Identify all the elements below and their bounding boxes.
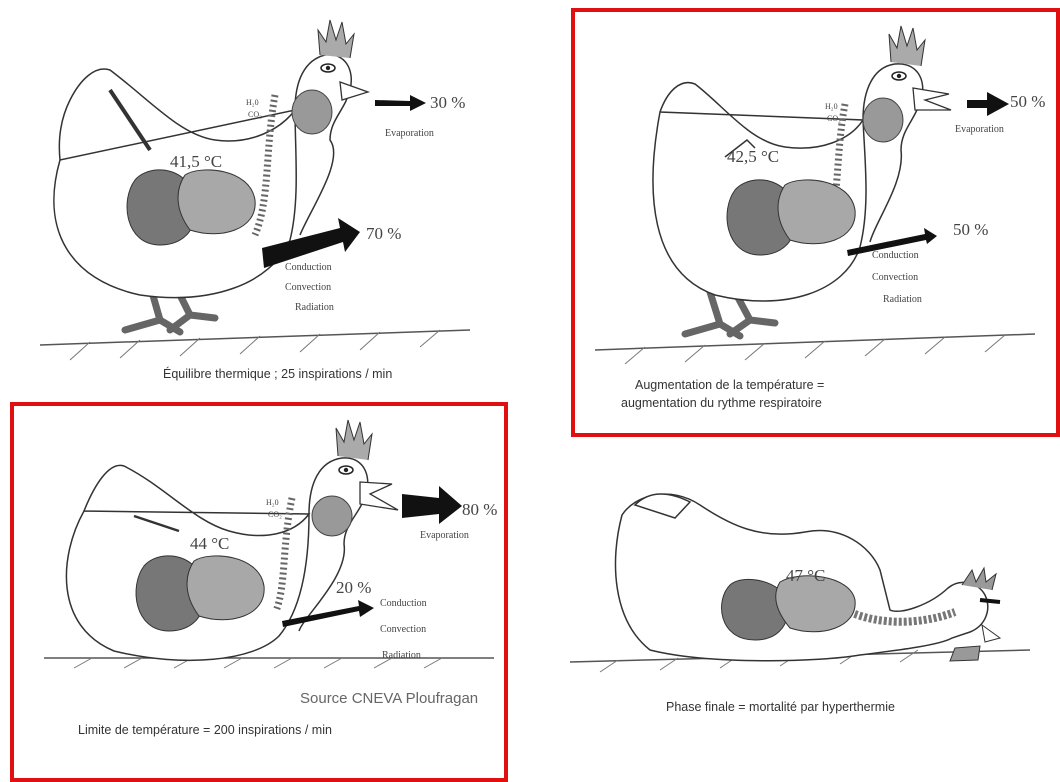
caption-temperature-limit: Limite de température = 200 inspirations… bbox=[78, 723, 332, 737]
convection-label: Convection bbox=[872, 272, 918, 283]
panel-temperature-increase: 42,5 °C 50 % Evaporation 50 % Conduction… bbox=[575, 12, 1060, 432]
body-temperature: 41,5 °C bbox=[170, 152, 222, 172]
caption-equilibrium: Équilibre thermique ; 25 inspirations / … bbox=[163, 367, 392, 381]
radiation-label: Radiation bbox=[295, 302, 334, 313]
water-label: H₂0 bbox=[825, 102, 838, 111]
heat-loss-percentage: 50 % bbox=[953, 220, 988, 240]
heat-loss-percentage: 20 % bbox=[336, 578, 371, 598]
caption-temperature-increase-line1: Augmentation de la température = bbox=[635, 378, 824, 392]
evaporation-percentage: 50 % bbox=[1010, 92, 1045, 112]
panel-equilibrium: 41,5 °C 30 % Evaporation 70 % Conduction… bbox=[0, 0, 560, 400]
body-temperature: 42,5 °C bbox=[727, 147, 779, 167]
conduction-label: Conduction bbox=[380, 598, 427, 609]
radiation-label: Radiation bbox=[883, 294, 922, 305]
evaporation-percentage: 80 % bbox=[462, 500, 497, 520]
evaporation-label: Evaporation bbox=[420, 530, 469, 541]
heat-loss-percentage: 70 % bbox=[366, 224, 401, 244]
evaporation-label: Evaporation bbox=[955, 124, 1004, 135]
body-temperature: 47 °C bbox=[786, 566, 825, 586]
water-label: H₂0 bbox=[246, 98, 259, 107]
evaporation-label: Evaporation bbox=[385, 128, 434, 139]
convection-label: Convection bbox=[380, 624, 426, 635]
source-credit: Source CNEVA Ploufragan bbox=[300, 690, 478, 707]
chicken-drawing-standing bbox=[0, 0, 560, 400]
radiation-label: Radiation bbox=[382, 650, 421, 661]
conduction-label: Conduction bbox=[285, 262, 332, 273]
co2-label: CO₂ bbox=[268, 510, 282, 519]
water-label: H₂0 bbox=[266, 498, 279, 507]
panel-temperature-limit: 44 °C 80 % Evaporation 20 % Conduction C… bbox=[14, 406, 508, 782]
co2-label: CO₂ bbox=[248, 110, 262, 119]
co2-label: CO₂ bbox=[827, 114, 841, 123]
chicken-drawing-collapsed bbox=[560, 450, 1060, 782]
panel-final-phase: 47 °C Phase finale = mortalité par hyper… bbox=[560, 450, 1060, 782]
conduction-label: Conduction bbox=[872, 250, 919, 261]
evaporation-percentage: 30 % bbox=[430, 93, 465, 113]
caption-temperature-increase-line2: augmentation du rythme respiratoire bbox=[621, 396, 822, 410]
body-temperature: 44 °C bbox=[190, 534, 229, 554]
caption-final-phase: Phase finale = mortalité par hyperthermi… bbox=[666, 700, 895, 714]
convection-label: Convection bbox=[285, 282, 331, 293]
